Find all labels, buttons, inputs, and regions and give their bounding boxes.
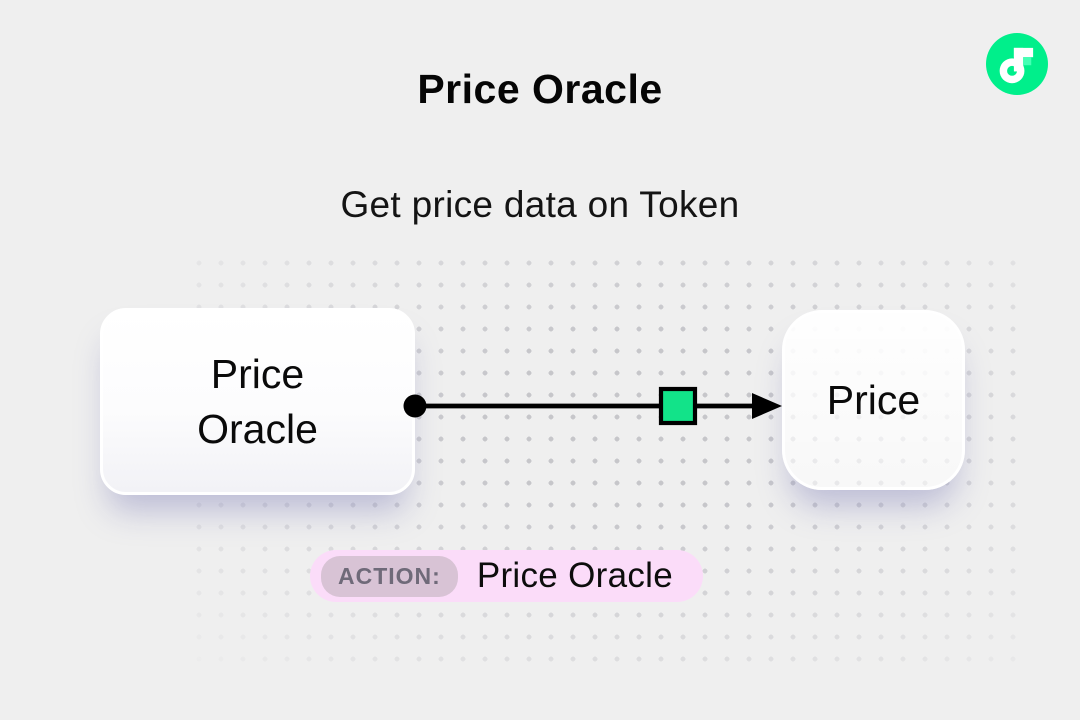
node-price[interactable]: Price (782, 310, 965, 490)
connector-square-marker (658, 386, 698, 426)
page-title: Price Oracle (417, 66, 663, 112)
connector-start-dot (403, 394, 427, 418)
action-badge: ACTION: Price Oracle (310, 550, 703, 602)
action-badge-prefix: ACTION: (321, 555, 458, 597)
page-subtitle: Get price data on Token (340, 184, 740, 225)
action-badge-label: Price Oracle (476, 556, 673, 595)
node-price-oracle-label: Price Oracle (197, 351, 318, 452)
flow-logo-icon (986, 33, 1048, 95)
node-price-label: Price (826, 376, 921, 423)
connector-arrow (403, 386, 782, 426)
node-price-oracle[interactable]: Price Oracle (100, 308, 415, 495)
connector-arrowhead-icon (752, 393, 782, 419)
